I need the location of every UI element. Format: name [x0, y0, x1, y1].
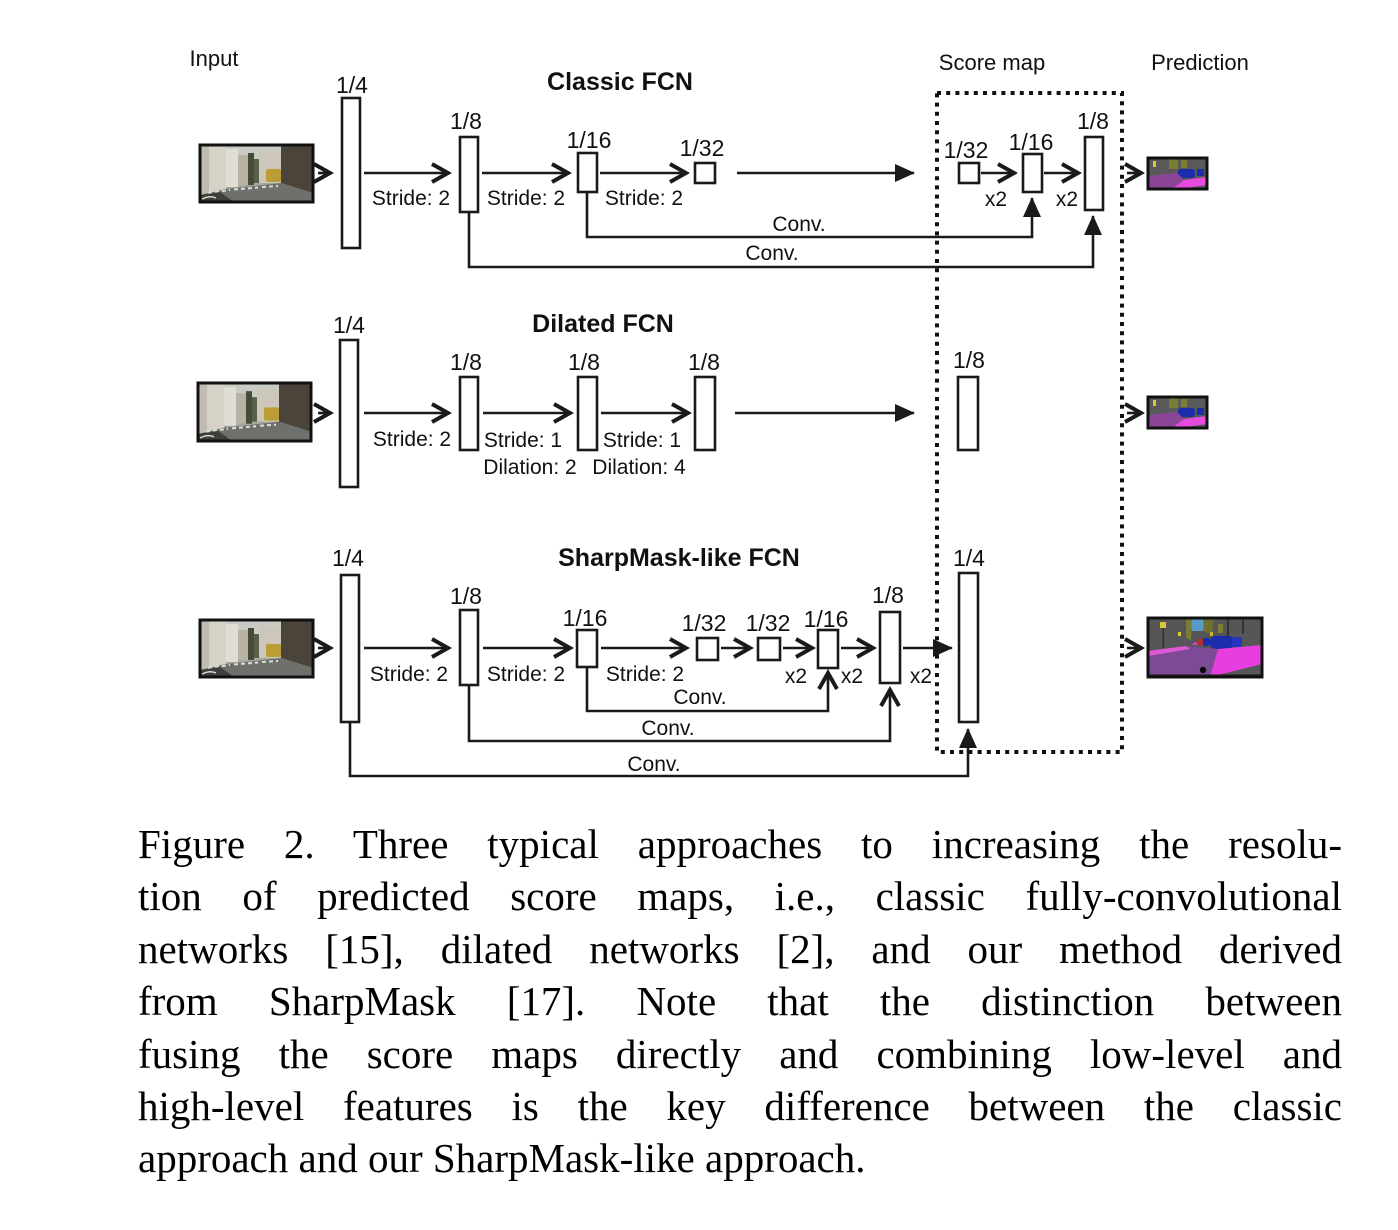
scale-label: 1/8 — [450, 349, 482, 375]
dilation-label: Dilation: 2 — [483, 456, 576, 479]
upsample-label: x2 — [1056, 188, 1078, 211]
prediction-image — [1148, 397, 1207, 428]
feature-map-1-8 — [458, 375, 480, 452]
feature-map-1-8 — [458, 135, 480, 214]
scale-label: 1/16 — [1009, 129, 1054, 155]
caption-line: fusing the score maps directly and combi… — [138, 1030, 1342, 1077]
caption-line: high-level features is the key differenc… — [138, 1083, 1342, 1130]
score-map-1-4 — [957, 571, 980, 724]
stride-label: Stride: 1 — [603, 429, 681, 452]
scale-label: 1/32 — [746, 610, 791, 636]
prediction-image — [1148, 158, 1207, 189]
scale-label: 1/32 — [944, 137, 989, 163]
conv-label: Conv. — [627, 753, 680, 776]
feature-map-1-16 — [576, 151, 599, 194]
scale-label: 1/8 — [568, 349, 600, 375]
conv-label: Conv. — [641, 717, 694, 740]
score-map-dotted-box — [935, 91, 1124, 754]
column-header-score-map: Score map — [939, 50, 1045, 75]
caption-line: networks [15], dilated networks [2], and… — [138, 925, 1342, 972]
caption-line: tion of predicted score maps, i.e., clas… — [138, 873, 1342, 920]
scale-label: 1/4 — [333, 312, 365, 338]
scale-label: 1/8 — [688, 349, 720, 375]
scale-label: 1/8 — [953, 347, 985, 373]
feature-map-1-4 — [340, 96, 362, 250]
feature-map-1-16 — [575, 628, 599, 669]
figure-caption: Figure 2. Three typical approaches to in… — [138, 818, 1342, 1185]
prediction-image-frame — [1146, 156, 1209, 191]
caption-line: from SharpMask [17]. Note that the disti… — [138, 978, 1342, 1025]
skip-connection-conv — [348, 722, 977, 778]
scale-label: 1/8 — [450, 583, 482, 609]
scale-label: 1/16 — [563, 605, 608, 631]
score-map-1-16 — [1021, 152, 1044, 194]
stride-label: Stride: 1 — [484, 429, 562, 452]
stride-label: Stride: 2 — [372, 187, 450, 210]
column-header-prediction: Prediction — [1151, 50, 1249, 75]
feature-map-1-4 — [339, 573, 361, 724]
row-dilated-fcn: Dilated FCN 1/4 Stride: 2 1/8 Stride: 1 … — [196, 310, 1209, 489]
skip-connection-conv — [467, 212, 1102, 269]
upsampled-map-1-32 — [756, 636, 782, 662]
score-map-1-32 — [957, 161, 981, 185]
scale-label: 1/4 — [336, 72, 368, 98]
feature-map-1-8 — [693, 375, 717, 452]
caption-line: Figure 2. Three typical approaches to in… — [138, 821, 1342, 867]
row-title: Classic FCN — [547, 68, 693, 96]
skip-connection-conv — [585, 192, 1041, 239]
skip-connection-conv — [467, 685, 890, 743]
input-photo-frame — [198, 143, 315, 204]
scale-label: 1/4 — [332, 545, 364, 571]
scale-label: 1/8 — [872, 582, 904, 608]
scale-label: 1/32 — [680, 135, 725, 161]
input-photo — [200, 145, 313, 202]
prediction-image-frame — [1146, 395, 1209, 430]
scale-label: 1/4 — [953, 545, 985, 571]
conv-label: Conv. — [673, 686, 726, 709]
feature-map-1-32 — [693, 161, 717, 185]
upsample-label: x2 — [785, 665, 807, 688]
upsampled-map-1-16 — [816, 628, 840, 670]
conv-label: Conv. — [772, 213, 825, 236]
scale-label: 1/8 — [450, 108, 482, 134]
scale-label: 1/16 — [567, 127, 612, 153]
skip-connection-conv — [585, 667, 828, 713]
feature-map-1-8 — [576, 375, 599, 452]
feature-map-1-32 — [695, 636, 720, 662]
row-classic-fcn: Classic FCN 1/4 Stride: 2 1/8 Stride: 2 … — [198, 68, 1209, 269]
input-photo — [200, 620, 313, 677]
prediction-image-frame — [1146, 616, 1264, 679]
stride-label: Stride: 2 — [373, 428, 451, 451]
upsampled-map-1-8 — [878, 610, 902, 685]
stride-label: Stride: 2 — [487, 187, 565, 210]
input-photo-frame — [196, 381, 313, 443]
stride-label: Stride: 2 — [605, 187, 683, 210]
score-map-1-8 — [1083, 135, 1105, 212]
conv-label: Conv. — [745, 242, 798, 265]
score-map-1-8 — [956, 375, 980, 452]
feature-map-1-4 — [338, 338, 360, 489]
stride-label: Stride: 2 — [606, 663, 684, 686]
dilation-label: Dilation: 4 — [592, 456, 686, 479]
fcn-comparison-diagram: Input Score map Prediction Classic FCN 1… — [190, 46, 1264, 778]
input-photo-frame — [198, 618, 315, 679]
row-title: Dilated FCN — [532, 310, 674, 338]
scale-label: 1/8 — [1077, 108, 1109, 134]
scale-label: 1/32 — [682, 610, 727, 636]
scale-label: 1/16 — [804, 606, 849, 632]
prediction-image — [1148, 618, 1262, 677]
caption-line: approach and our SharpMask-like approach… — [138, 1135, 866, 1182]
stride-label: Stride: 2 — [370, 663, 448, 686]
column-header-input: Input — [190, 46, 239, 71]
row-sharpmask-like-fcn: SharpMask-like FCN 1/4 Stride: 2 1/8 Str… — [198, 544, 1264, 778]
feature-map-1-8 — [458, 608, 480, 687]
input-photo — [198, 383, 311, 441]
upsample-label: x2 — [910, 665, 932, 688]
row-title: SharpMask-like FCN — [558, 544, 800, 572]
stride-label: Stride: 2 — [487, 663, 565, 686]
upsample-label: x2 — [985, 188, 1007, 211]
upsample-label: x2 — [841, 665, 863, 688]
